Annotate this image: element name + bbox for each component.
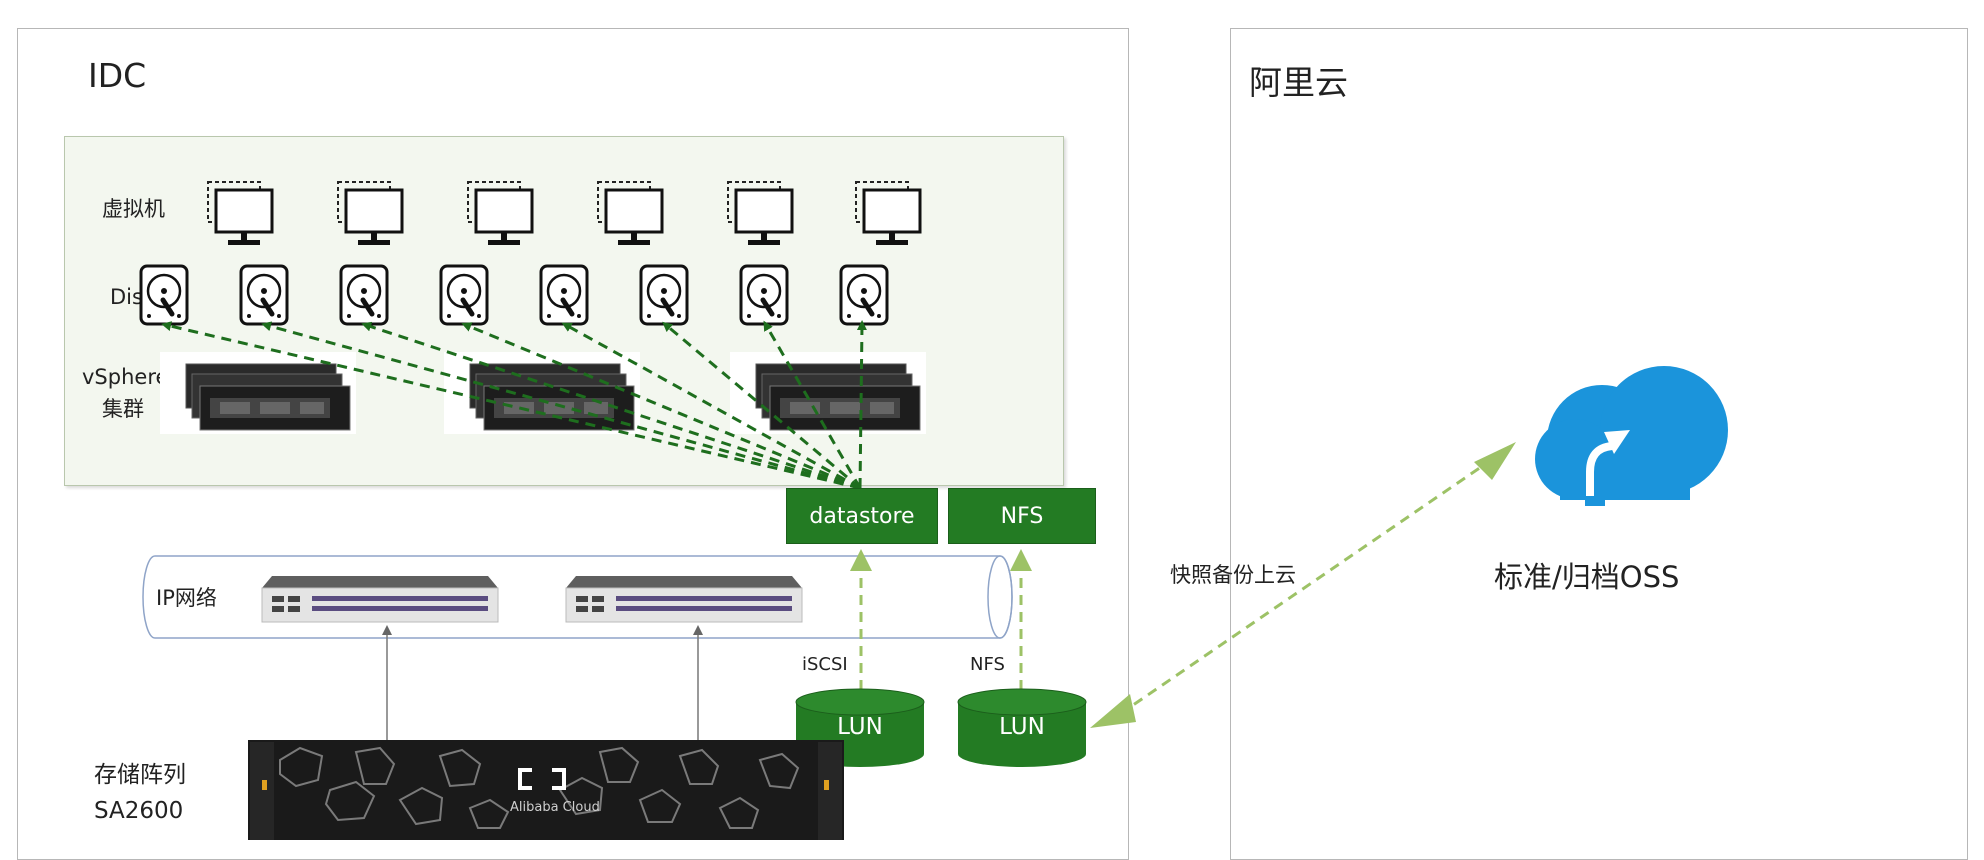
iscsi-label: iSCSI — [802, 654, 848, 675]
storage-brand-label: Alibaba Cloud — [510, 800, 600, 815]
nfs-box: NFS — [948, 488, 1096, 544]
datastore-to-disk-arrows — [161, 320, 867, 490]
diagram-graphics — [0, 180, 1728, 840]
snapshot-backup-label: 快照备份上云 — [1170, 563, 1296, 587]
cloud-upload-icon — [1535, 366, 1728, 506]
disk-icons — [141, 266, 887, 324]
oss-label: 标准/归档OSS — [1494, 560, 1680, 594]
storage-array-icon — [248, 740, 844, 840]
vm-label: 虚拟机 — [102, 197, 165, 221]
lun-to-share-arrows — [850, 549, 1032, 690]
lun-label-2: LUN — [999, 714, 1045, 740]
snapshot-backup-arrow — [1090, 442, 1516, 728]
vsphere-server-icons — [159, 351, 927, 435]
nfs-protocol-label: NFS — [970, 654, 1005, 675]
storage-label-line1: 存储阵列 — [94, 762, 186, 788]
ip-network-label: IP网络 — [156, 586, 217, 610]
vsphere-label-line1: vSphere — [82, 365, 169, 389]
aliyun-title: 阿里云 — [1249, 63, 1348, 102]
datastore-box: datastore — [786, 488, 938, 544]
storage-to-switch-arrows — [382, 625, 703, 742]
vsphere-label-line2: 集群 — [102, 397, 144, 421]
lun-label-1: LUN — [837, 714, 883, 740]
storage-label-line2: SA2600 — [94, 798, 184, 824]
vm-monitor-icons — [206, 180, 922, 247]
idc-title: IDC — [88, 56, 147, 95]
